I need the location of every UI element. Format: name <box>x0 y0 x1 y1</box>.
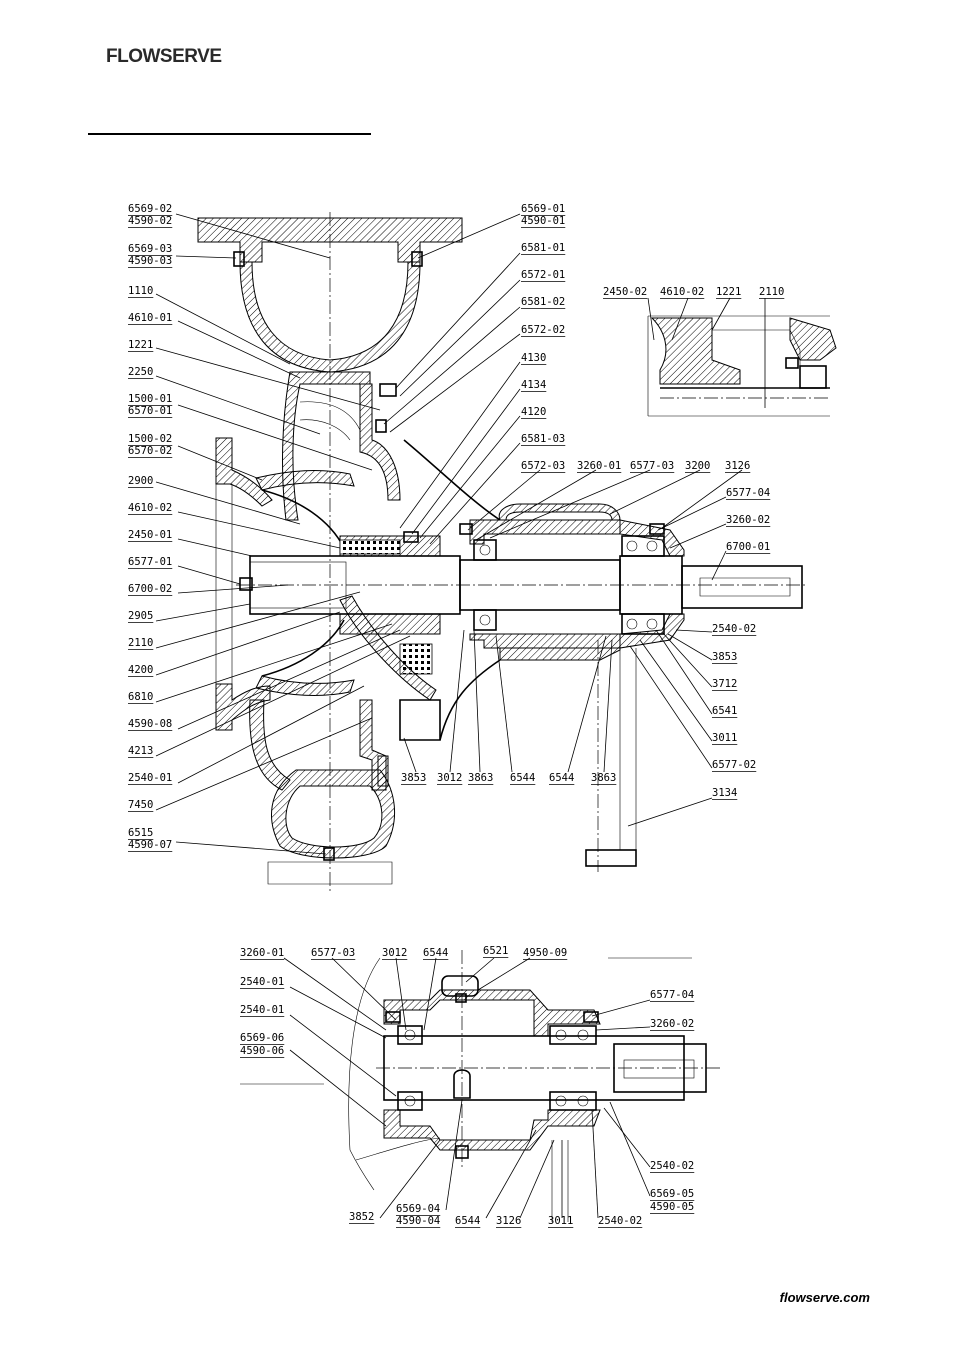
label: 2110 <box>128 637 153 649</box>
label: 6581-03 <box>521 433 565 445</box>
label: 2450-01 <box>128 529 172 541</box>
label: 3126 <box>496 1215 521 1227</box>
label: 6572-01 <box>521 269 565 281</box>
label: 2450-02 <box>603 286 647 298</box>
label: 3260-02 <box>726 514 770 526</box>
label: 3012 <box>382 947 407 959</box>
label: 6521 <box>483 945 508 957</box>
label: 6577-03 <box>311 947 355 959</box>
label: 6577-01 <box>128 556 172 568</box>
label: 4200 <box>128 664 153 676</box>
label: 3712 <box>712 678 737 690</box>
label: 6700-01 <box>726 541 770 553</box>
label: 2250 <box>128 366 153 378</box>
label: 7450 <box>128 799 153 811</box>
label: 6569-03 <box>128 243 172 255</box>
label: 2540-01 <box>128 772 172 784</box>
label: 6700-02 <box>128 583 172 595</box>
label: 4134 <box>521 379 546 391</box>
label: 6544 <box>549 772 574 784</box>
label: 6544 <box>423 947 448 959</box>
leader-lines-bearing <box>283 957 651 1219</box>
label: 3011 <box>548 1215 573 1227</box>
label: 1110 <box>128 285 153 297</box>
detail-view: 2450-02 4610-02 1221 2110 <box>603 286 837 417</box>
label: 3853 <box>401 772 426 784</box>
label: 3853 <box>712 651 737 663</box>
label: 4950-09 <box>523 947 567 959</box>
label: 1221 <box>128 339 153 351</box>
label: 2540-02 <box>712 623 756 635</box>
label: 6569-06 <box>240 1032 284 1044</box>
label: 6569-02 <box>128 203 172 215</box>
footer-url: flowserve.com <box>779 1290 870 1305</box>
main-section-view <box>197 212 808 892</box>
label: 4590-08 <box>128 718 172 730</box>
label: 3200 <box>685 460 710 472</box>
label: 2110 <box>759 286 784 298</box>
label: 4130 <box>521 352 546 364</box>
part-labels-main: 6569-02 4590-02 6569-03 4590-03 1110 461… <box>128 203 771 852</box>
label: 6570-01 <box>128 405 172 417</box>
label: 2540-02 <box>598 1215 642 1227</box>
label: 3863 <box>591 772 616 784</box>
label: 6572-02 <box>521 324 565 336</box>
label: 4590-06 <box>240 1045 284 1057</box>
label: 4610-02 <box>660 286 704 298</box>
label: 4590-04 <box>396 1215 440 1227</box>
part-labels-bearing: 3260-01 6577-03 3012 6544 6521 4950-09 2… <box>240 945 695 1228</box>
label: 4590-07 <box>128 839 172 851</box>
label: 4213 <box>128 745 153 757</box>
bearing-frame-view <box>240 950 720 1222</box>
flowserve-logo: FLOWSERVE <box>106 40 222 80</box>
label: 1221 <box>716 286 741 298</box>
label: 2905 <box>128 610 153 622</box>
label: 1500-01 <box>128 393 172 405</box>
label: 6581-02 <box>521 296 565 308</box>
label: 3012 <box>437 772 462 784</box>
label: 4590-03 <box>128 255 172 267</box>
label: 3011 <box>712 732 737 744</box>
label: 6569-04 <box>396 1203 440 1215</box>
label: 4610-02 <box>128 502 172 514</box>
label: 6515 <box>128 827 153 839</box>
label: 2900 <box>128 475 153 487</box>
label: 6810 <box>128 691 153 703</box>
label: 4120 <box>521 406 546 418</box>
label: 6541 <box>712 705 737 717</box>
label: 2540-01 <box>240 1004 284 1016</box>
label: 1500-02 <box>128 433 172 445</box>
label: 3260-01 <box>577 460 621 472</box>
label: 6577-04 <box>650 989 694 1001</box>
label: 6577-04 <box>726 487 770 499</box>
label: 6569-05 <box>650 1188 694 1200</box>
label: 4590-05 <box>650 1201 694 1213</box>
label: 6581-01 <box>521 242 565 254</box>
label: 3863 <box>468 772 493 784</box>
bearing-outboard <box>621 535 665 635</box>
label: 3134 <box>712 787 737 799</box>
header-rule <box>88 133 371 135</box>
label: 6577-02 <box>712 759 756 771</box>
label: 4590-02 <box>128 215 172 227</box>
leader-lines-main <box>155 213 743 855</box>
label: 3260-02 <box>650 1018 694 1030</box>
label: 2540-01 <box>240 976 284 988</box>
label: 3126 <box>725 460 750 472</box>
label: 2540-02 <box>650 1160 694 1172</box>
label: 6544 <box>510 772 535 784</box>
label: 6544 <box>455 1215 480 1227</box>
label: 6570-02 <box>128 445 172 457</box>
bearing-inboard <box>473 539 497 631</box>
label: 6572-03 <box>521 460 565 472</box>
label: 6569-01 <box>521 203 565 215</box>
label: 3852 <box>349 1211 374 1223</box>
label: 4590-01 <box>521 215 565 227</box>
label: 4610-01 <box>128 312 172 324</box>
logo-text: FLOWSERVE <box>106 46 222 67</box>
label: 6577-03 <box>630 460 674 472</box>
label: 3260-01 <box>240 947 284 959</box>
